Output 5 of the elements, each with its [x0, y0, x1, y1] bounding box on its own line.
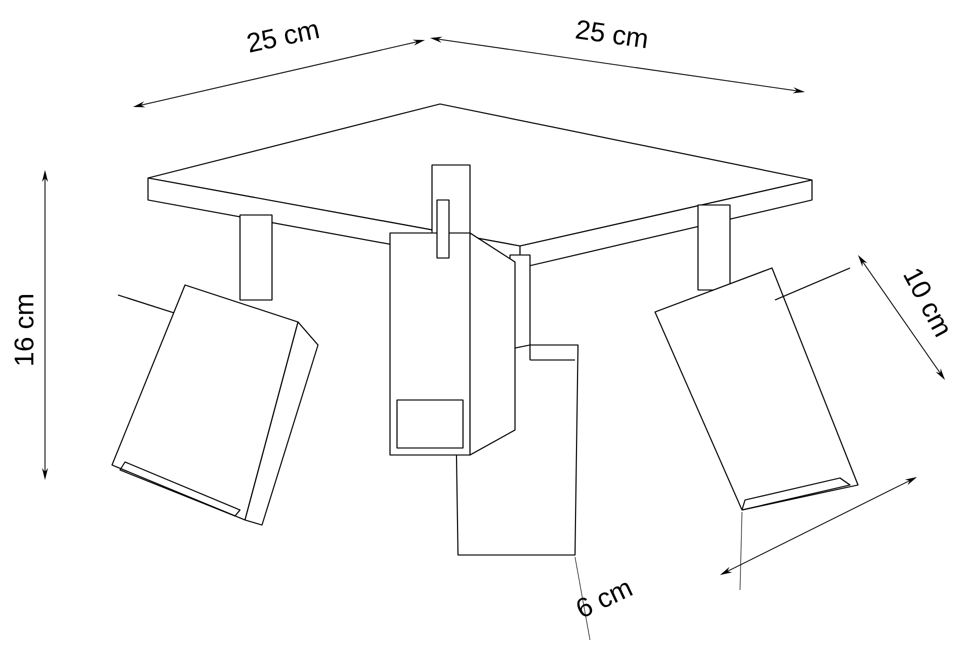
dimension-label: 25 cm	[576, 20, 647, 48]
dimension-label: 25 cm	[247, 24, 320, 52]
dimension-label: 6 cm	[577, 582, 633, 616]
dimension-label: 10 cm	[904, 268, 948, 338]
dimension-label: 16 cm	[14, 295, 34, 365]
